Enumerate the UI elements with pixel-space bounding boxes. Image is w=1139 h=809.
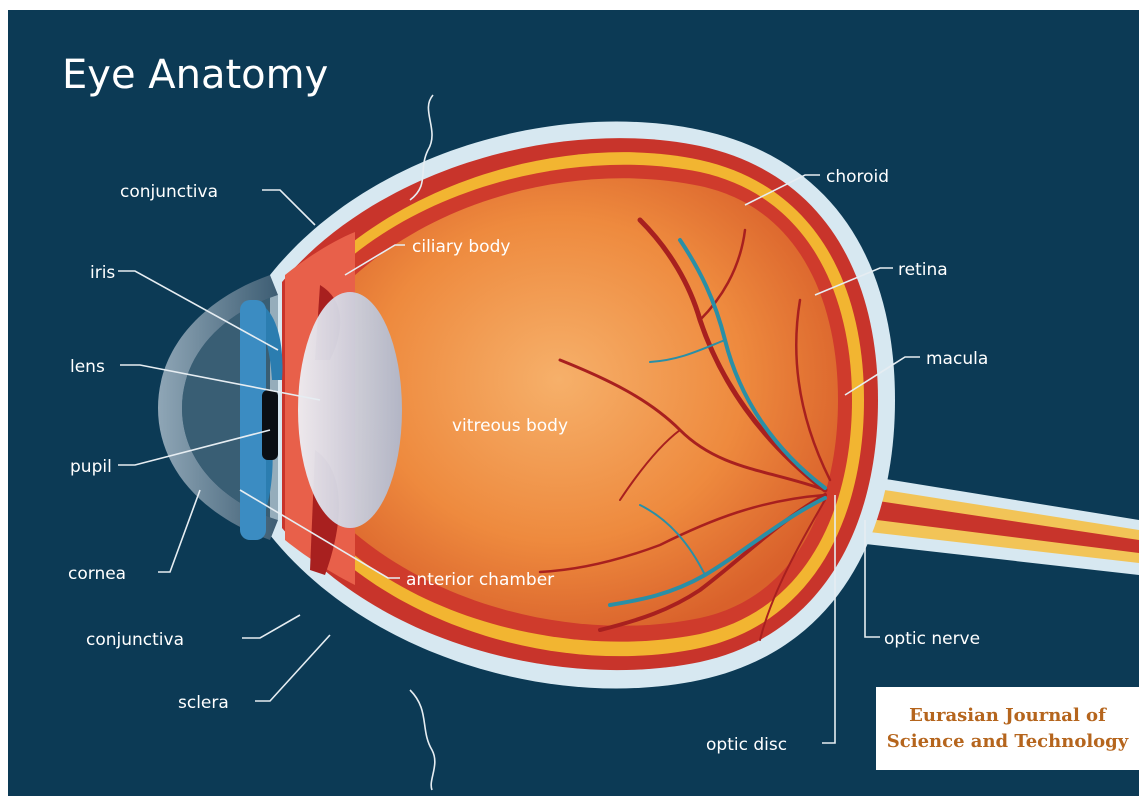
label-choroid: choroid: [826, 167, 889, 187]
label-ciliary-body: ciliary body: [412, 237, 510, 257]
label-retina: retina: [898, 260, 948, 280]
label-cornea: cornea: [68, 564, 126, 584]
label-sclera: sclera: [178, 693, 229, 713]
label-macula: macula: [926, 349, 988, 369]
label-anterior-chamber: anterior chamber: [406, 570, 554, 590]
label-optic-nerve: optic nerve: [884, 629, 980, 649]
label-vitreous-body: vitreous body: [452, 416, 568, 436]
label-lens: lens: [70, 357, 105, 377]
watermark-line-1: Eurasian Journal of: [876, 703, 1139, 729]
label-conjunctiva-bottom: conjunctiva: [86, 630, 184, 650]
diagram-title: Eye Anatomy: [62, 52, 328, 98]
label-optic-disc: optic disc: [706, 735, 787, 755]
journal-watermark: Eurasian Journal of Science and Technolo…: [876, 687, 1139, 770]
watermark-line-2: Science and Technology: [876, 729, 1139, 755]
label-conjunctiva-top: conjunctiva: [120, 182, 218, 202]
pupil-shape: [262, 390, 278, 460]
label-iris: iris: [90, 263, 115, 283]
label-pupil: pupil: [70, 457, 112, 477]
vitreous-body-shape: [330, 178, 838, 626]
lens-shape: [298, 292, 402, 528]
